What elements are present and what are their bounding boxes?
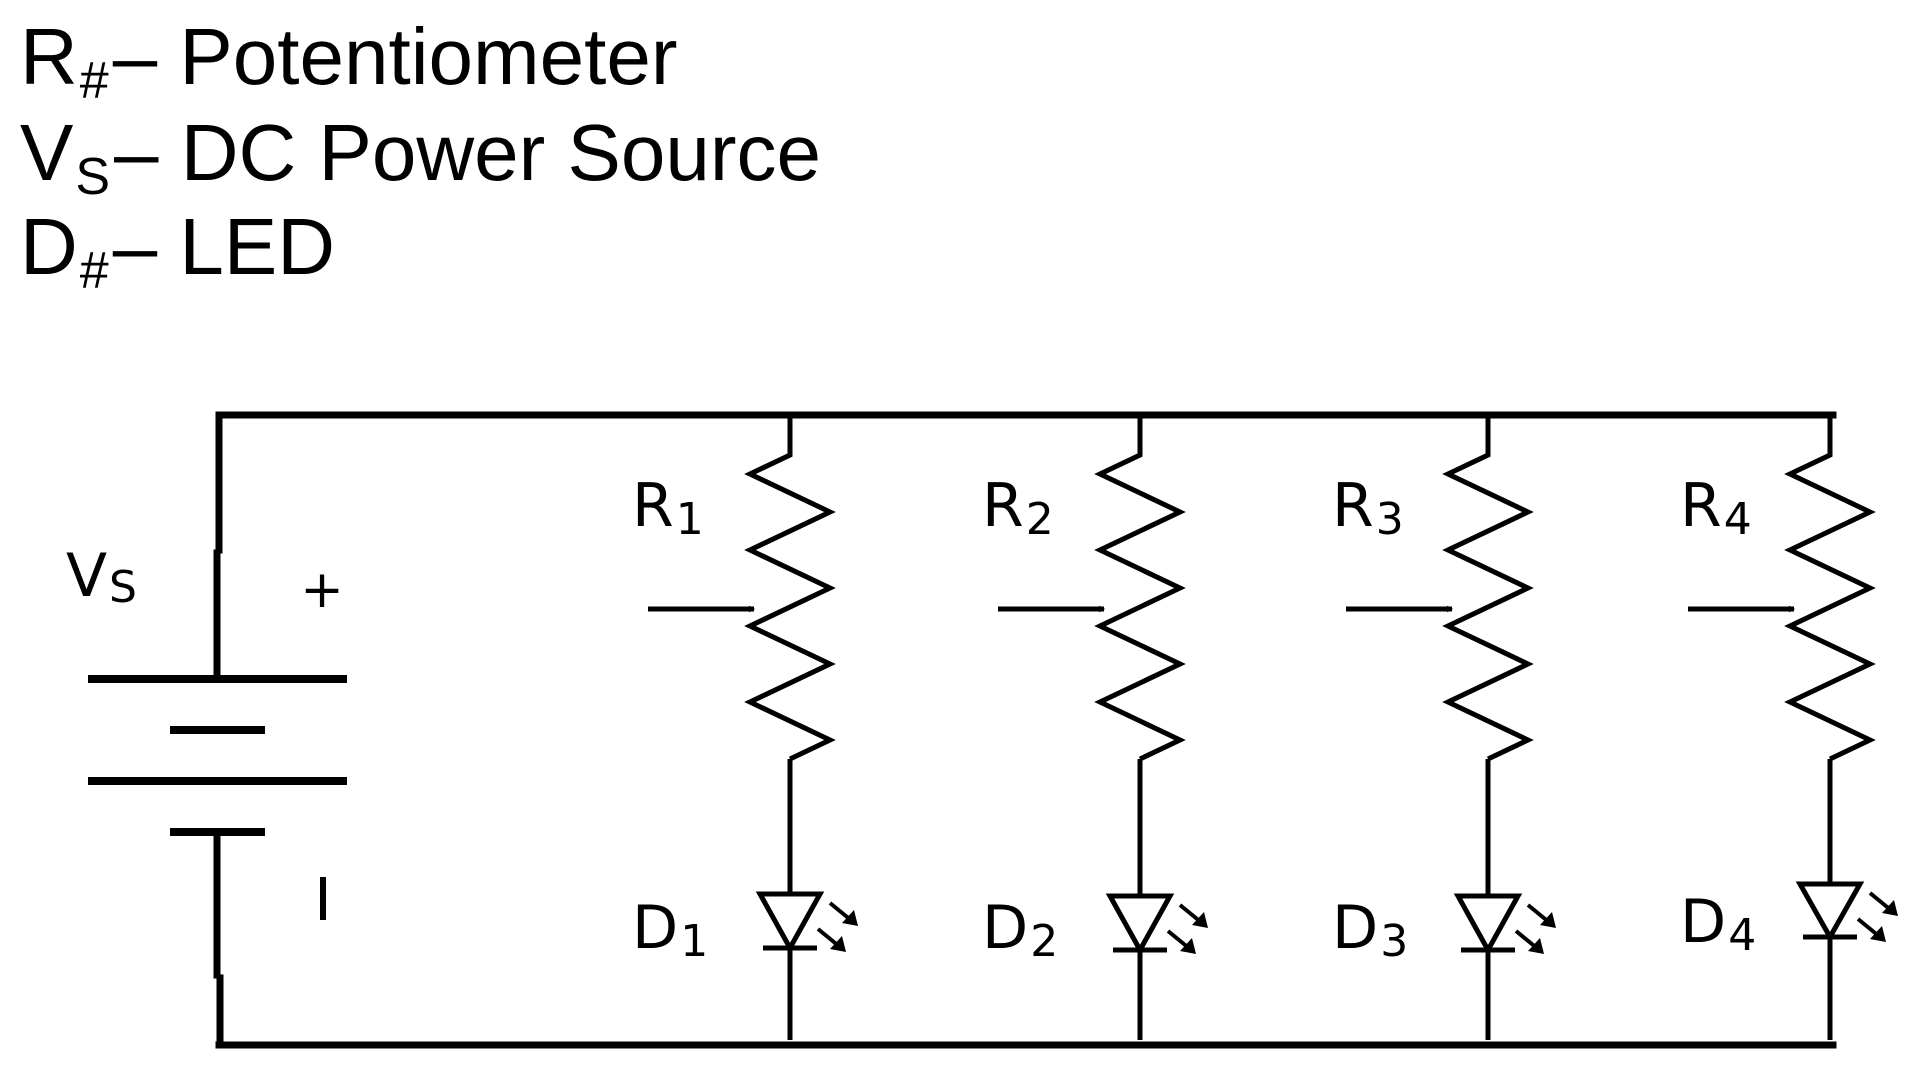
led-label-index: 2 — [1030, 916, 1058, 967]
resistor-label: R4 — [1680, 471, 1752, 545]
resistor-label-index: 2 — [1026, 494, 1054, 545]
potentiometer-symbol — [744, 415, 836, 762]
resistor-label-symbol: R — [1332, 471, 1374, 541]
legend-subscript: # — [79, 242, 109, 300]
led-emission-arrowhead-icon — [1180, 938, 1196, 954]
led-label: D4 — [1680, 887, 1756, 961]
resistor-label-symbol: R — [1680, 471, 1722, 541]
legend-item-potentiometer: R#– Potentiometer — [20, 17, 677, 108]
led-label: D1 — [632, 893, 708, 967]
resistor-label: R2 — [982, 471, 1054, 545]
led-label-symbol: D — [982, 893, 1028, 963]
legend-item-led: D#– LED — [20, 207, 335, 298]
led-triangle-icon — [1795, 881, 1865, 943]
potentiometer-symbol — [1784, 415, 1876, 762]
led-triangle-icon — [1105, 893, 1175, 956]
led-emission-arrowhead-icon — [1882, 900, 1898, 916]
resistor-label-index: 3 — [1376, 494, 1404, 545]
potentiometer-symbol — [1094, 415, 1186, 762]
led-label-symbol: D — [632, 893, 678, 963]
positive-terminal-sign: + — [300, 560, 344, 620]
led-emission-arrowhead-icon — [1870, 926, 1886, 942]
legend-description: – DC Power Source — [114, 108, 821, 197]
resistor-label-index: 1 — [676, 494, 704, 545]
resistor-label: R3 — [1332, 471, 1404, 545]
legend-item-dc-power-source: VS– DC Power Source — [20, 113, 821, 204]
legend-description: – LED — [112, 202, 336, 291]
led-label-symbol: D — [1332, 893, 1378, 963]
source-label: VS — [66, 541, 137, 613]
led-label-symbol: D — [1680, 887, 1726, 957]
legend-subscript: # — [79, 52, 109, 110]
legend-symbol: V — [20, 108, 74, 197]
led-triangle-icon — [755, 891, 825, 954]
led-emission-arrowhead-icon — [1528, 938, 1544, 954]
battery-symbol — [88, 675, 347, 836]
legend-symbol: D — [20, 202, 78, 291]
led-label-index: 3 — [1380, 916, 1408, 967]
legend-subscript: S — [75, 148, 111, 206]
resistor-label-symbol: R — [982, 471, 1024, 541]
resistor-label: R1 — [632, 471, 704, 545]
led-label: D2 — [982, 893, 1058, 967]
led-emission-arrowhead-icon — [830, 936, 846, 952]
led-triangle-icon — [1453, 893, 1523, 956]
led-label-index: 4 — [1728, 910, 1756, 961]
resistor-label-index: 4 — [1724, 494, 1752, 545]
legend-symbol: R — [20, 12, 78, 101]
source-label-symbol: V — [66, 541, 107, 611]
resistor-label-symbol: R — [632, 471, 674, 541]
legend-description: – Potentiometer — [112, 12, 678, 101]
led-emission-arrowhead-icon — [1192, 912, 1208, 928]
led-label-index: 1 — [680, 916, 708, 967]
led-label: D3 — [1332, 893, 1408, 967]
led-emission-arrowhead-icon — [842, 910, 858, 926]
source-label-subscript: S — [109, 562, 137, 613]
led-emission-arrowhead-icon — [1540, 912, 1556, 928]
potentiometer-symbol — [1442, 415, 1534, 762]
